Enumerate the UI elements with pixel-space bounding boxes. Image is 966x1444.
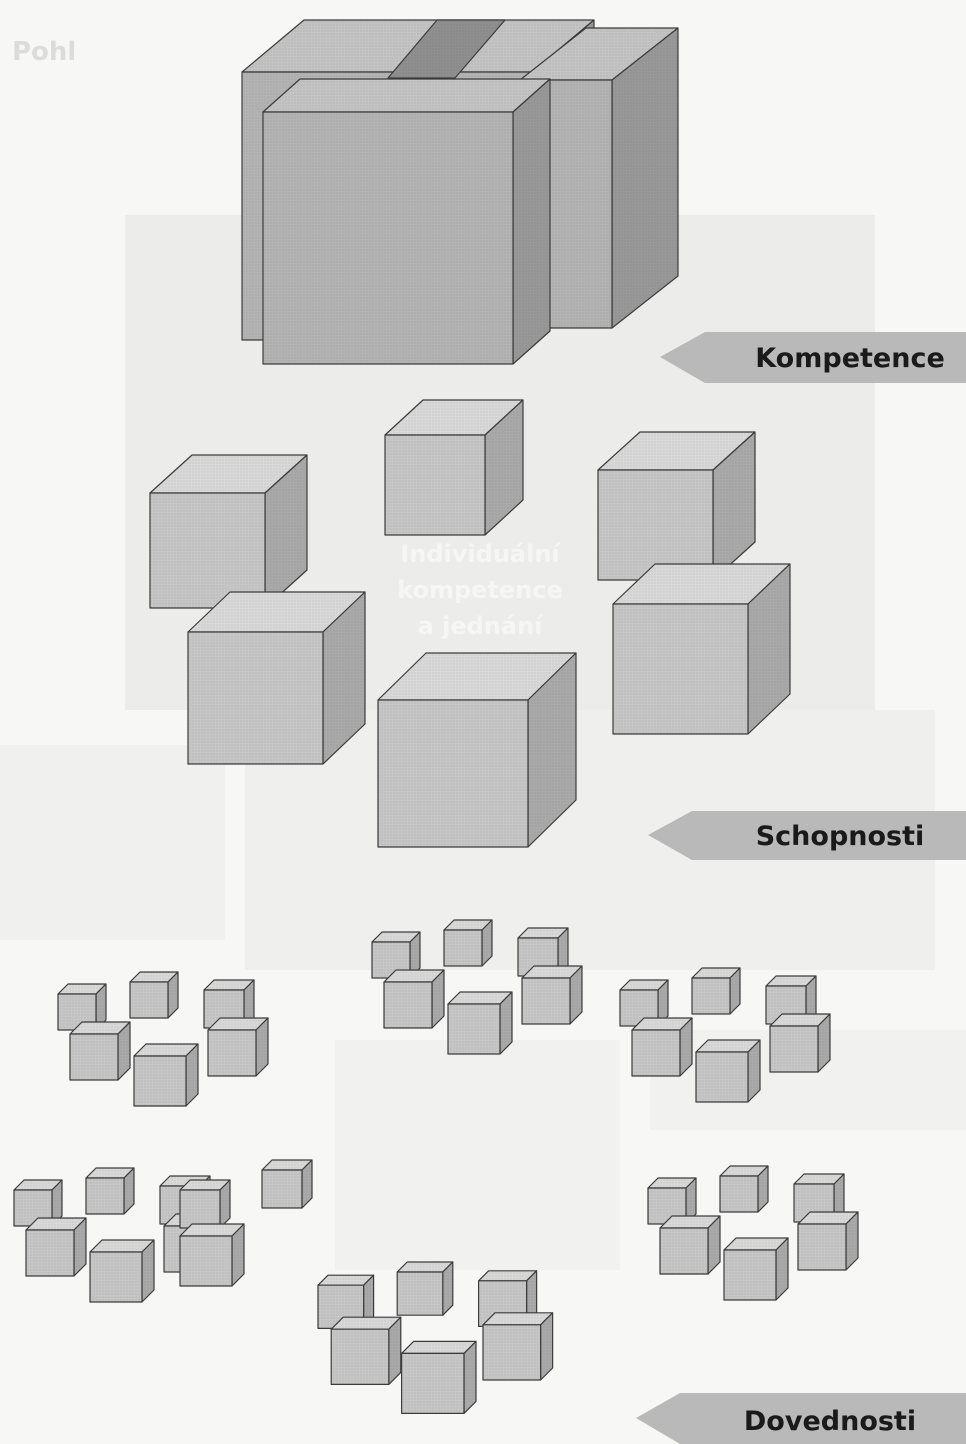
kompetence-label: Kompetence xyxy=(660,332,966,383)
skill-cube xyxy=(444,920,492,966)
skill-cube xyxy=(208,1018,268,1076)
ability-cube xyxy=(385,400,523,535)
ability-cube xyxy=(598,432,755,580)
big-cube-front-block xyxy=(263,79,550,364)
cube-side-face-texture xyxy=(612,28,678,328)
cube-front-face-texture xyxy=(263,112,513,364)
skill-cube xyxy=(720,1166,768,1212)
skill-cube xyxy=(660,1216,720,1274)
skill-cube xyxy=(483,1313,553,1380)
skill-cube xyxy=(130,972,178,1018)
cube-front-face-texture xyxy=(632,1030,680,1076)
ability-cube xyxy=(188,592,365,764)
skill-cube xyxy=(448,992,512,1054)
cube-top-face-texture xyxy=(263,79,550,112)
cube-front-face-texture xyxy=(26,1230,74,1276)
cube-front-face-texture xyxy=(448,1004,500,1054)
skill-cube xyxy=(331,1317,401,1384)
cube-front-face-texture xyxy=(397,1272,443,1315)
cube-front-face-texture xyxy=(134,1056,186,1106)
kompetence-composite-cube xyxy=(242,20,678,364)
cube-front-face-texture xyxy=(180,1236,232,1286)
cube-side-face-texture xyxy=(513,79,550,364)
background-panel xyxy=(335,1040,620,1270)
cube-front-face-texture xyxy=(522,978,570,1024)
dovednosti-label: Dovednosti xyxy=(636,1393,966,1444)
cube-front-face-texture xyxy=(692,978,730,1014)
skill-cube-group xyxy=(318,1262,553,1413)
cube-front-face-texture xyxy=(613,604,748,734)
cube-front-face-texture xyxy=(724,1250,776,1300)
skill-cube xyxy=(180,1224,244,1286)
cube-front-face-texture xyxy=(696,1052,748,1102)
cube-front-face-texture xyxy=(770,1026,818,1072)
cube-front-face-texture xyxy=(798,1224,846,1270)
cube-front-face-texture xyxy=(720,1176,758,1212)
skill-cube xyxy=(632,1018,692,1076)
skill-cube xyxy=(724,1238,788,1300)
skill-cube xyxy=(798,1212,858,1270)
skill-cube xyxy=(90,1240,154,1302)
skill-cube xyxy=(522,966,582,1024)
skill-cube xyxy=(770,1014,830,1072)
cube-front-face-texture xyxy=(130,982,168,1018)
skill-cube xyxy=(86,1168,134,1214)
cube-front-face-texture xyxy=(385,435,485,535)
skill-cube-group xyxy=(372,920,582,1054)
dovednosti-label-text: Dovednosti xyxy=(744,1406,916,1437)
cube-front-face-texture xyxy=(188,632,323,764)
cube-front-face-texture xyxy=(90,1252,142,1302)
skill-cube xyxy=(134,1044,198,1106)
skill-cube-group xyxy=(58,972,268,1106)
cube-front-face-texture xyxy=(262,1170,302,1208)
cube-front-face-texture xyxy=(331,1329,389,1384)
cube-front-face-texture xyxy=(483,1325,541,1380)
skill-cube xyxy=(70,1022,130,1080)
schopnosti-label: Schopnosti xyxy=(648,811,966,860)
header-fragment: Pohl xyxy=(12,37,76,67)
schopnosti-label-text: Schopnosti xyxy=(756,821,925,852)
cube-front-face-texture xyxy=(86,1178,124,1214)
cube-front-face-texture xyxy=(444,930,482,966)
cube-front-face-texture xyxy=(208,1030,256,1076)
background-panel xyxy=(0,745,225,940)
ghost-text-line: a jednání xyxy=(418,612,545,640)
ghost-text-line: kompetence xyxy=(397,576,563,604)
ghost-text-line: Individuální xyxy=(400,540,561,568)
skill-cube-group xyxy=(648,1166,858,1300)
cube-front-face-texture xyxy=(70,1034,118,1080)
cube-front-face-texture xyxy=(150,493,265,608)
skill-cube xyxy=(384,970,444,1028)
cube-front-face-texture xyxy=(402,1353,464,1413)
skill-cube xyxy=(402,1341,476,1413)
cube-front-face-texture xyxy=(378,700,528,847)
cube-front-face-texture xyxy=(384,982,432,1028)
ability-cube xyxy=(378,653,576,847)
ghost-text-block: Individuální kompetence a jednání xyxy=(397,540,563,640)
cube-side-face-texture xyxy=(464,1341,476,1413)
cube-front-face-texture xyxy=(180,1190,220,1228)
skill-cube xyxy=(397,1262,453,1315)
skill-cube xyxy=(692,968,740,1014)
skill-cube xyxy=(262,1160,312,1208)
cube-front-face-texture xyxy=(660,1228,708,1274)
skill-cube xyxy=(26,1218,86,1276)
kompetence-label-text: Kompetence xyxy=(755,343,945,374)
skill-cube xyxy=(696,1040,760,1102)
cube-top-face-texture xyxy=(402,1341,476,1353)
skill-cube xyxy=(180,1180,230,1228)
ability-cube xyxy=(150,455,307,608)
ability-cube xyxy=(613,564,790,734)
